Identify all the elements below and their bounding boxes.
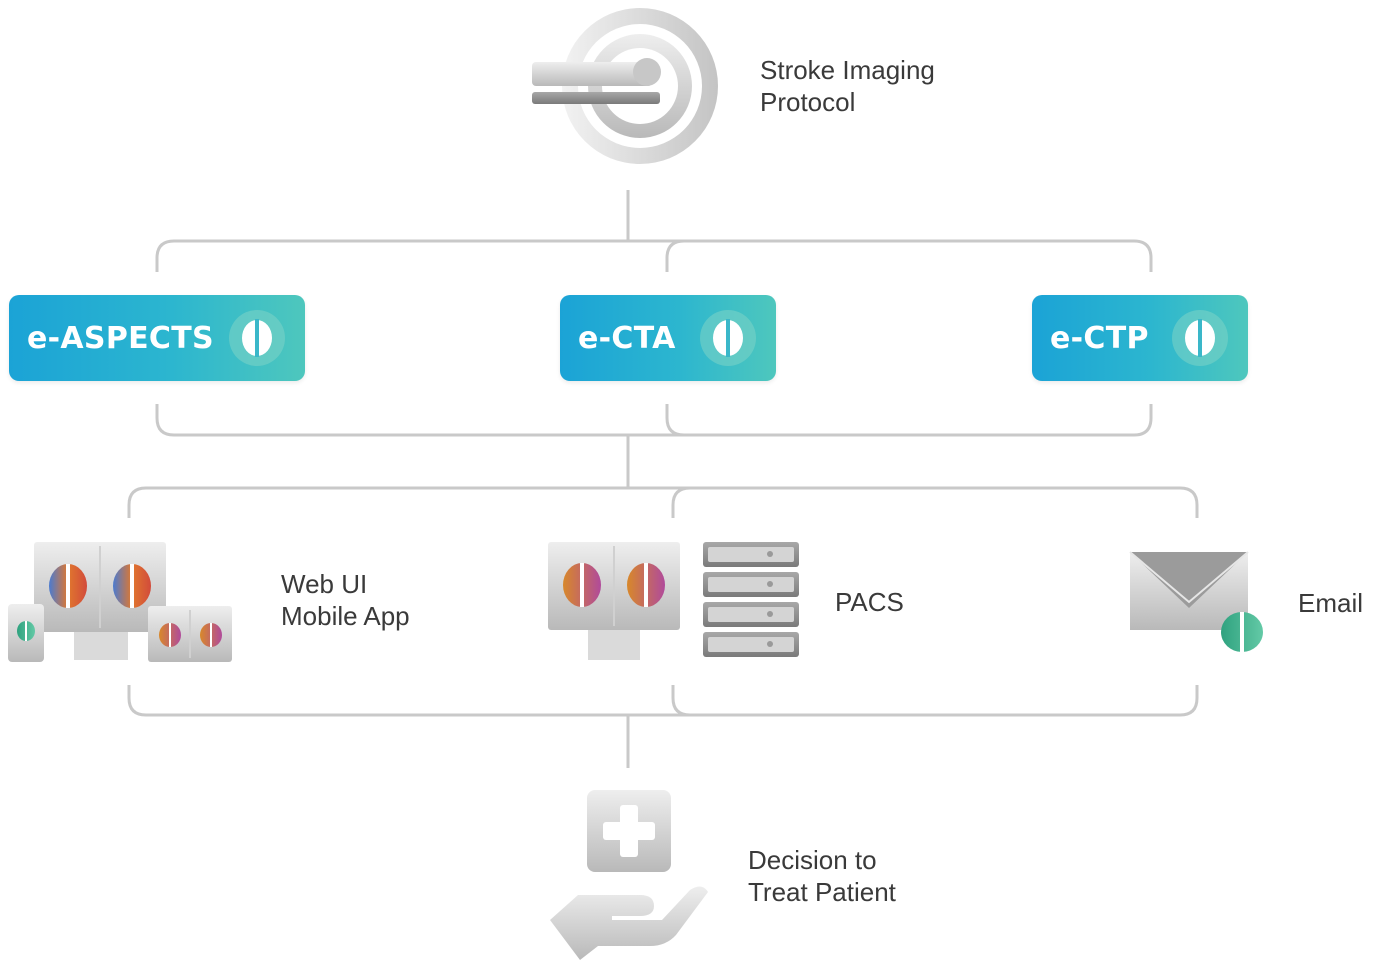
label-line: Mobile App bbox=[281, 601, 410, 631]
brain-icon bbox=[700, 310, 756, 366]
module-e-aspects: e-ASPECTS bbox=[9, 295, 305, 381]
brain-icon bbox=[229, 310, 285, 366]
label-line: Web UI bbox=[281, 569, 368, 599]
module-label: e-CTA bbox=[578, 320, 676, 356]
email-label: Email bbox=[1298, 587, 1363, 619]
label-line: Decision to bbox=[748, 845, 877, 875]
module-e-cta: e-CTA bbox=[560, 295, 776, 381]
label-line: Protocol bbox=[760, 87, 856, 117]
ct-scanner-icon bbox=[532, 8, 718, 164]
label-line: Email bbox=[1298, 588, 1364, 618]
stroke-imaging-protocol-label: Stroke Imaging Protocol bbox=[760, 54, 935, 118]
label-line: Treat Patient bbox=[748, 877, 896, 907]
web-ui-mobile-app-label: Web UI Mobile App bbox=[281, 568, 410, 632]
email-icon bbox=[1129, 551, 1263, 652]
label-line: Stroke Imaging bbox=[760, 55, 935, 85]
module-e-ctp: e-CTP bbox=[1032, 295, 1248, 381]
decision-to-treat-label: Decision to Treat Patient bbox=[748, 844, 896, 908]
medical-hand-icon bbox=[550, 790, 708, 960]
brain-icon bbox=[1172, 310, 1228, 366]
devices-icon bbox=[8, 542, 232, 662]
module-label: e-CTP bbox=[1050, 320, 1149, 356]
module-label: e-ASPECTS bbox=[27, 320, 214, 356]
connector-lines bbox=[127, 190, 1199, 768]
label-line: PACS bbox=[835, 587, 904, 617]
pacs-label: PACS bbox=[835, 586, 904, 618]
pacs-server-icon bbox=[548, 542, 799, 660]
